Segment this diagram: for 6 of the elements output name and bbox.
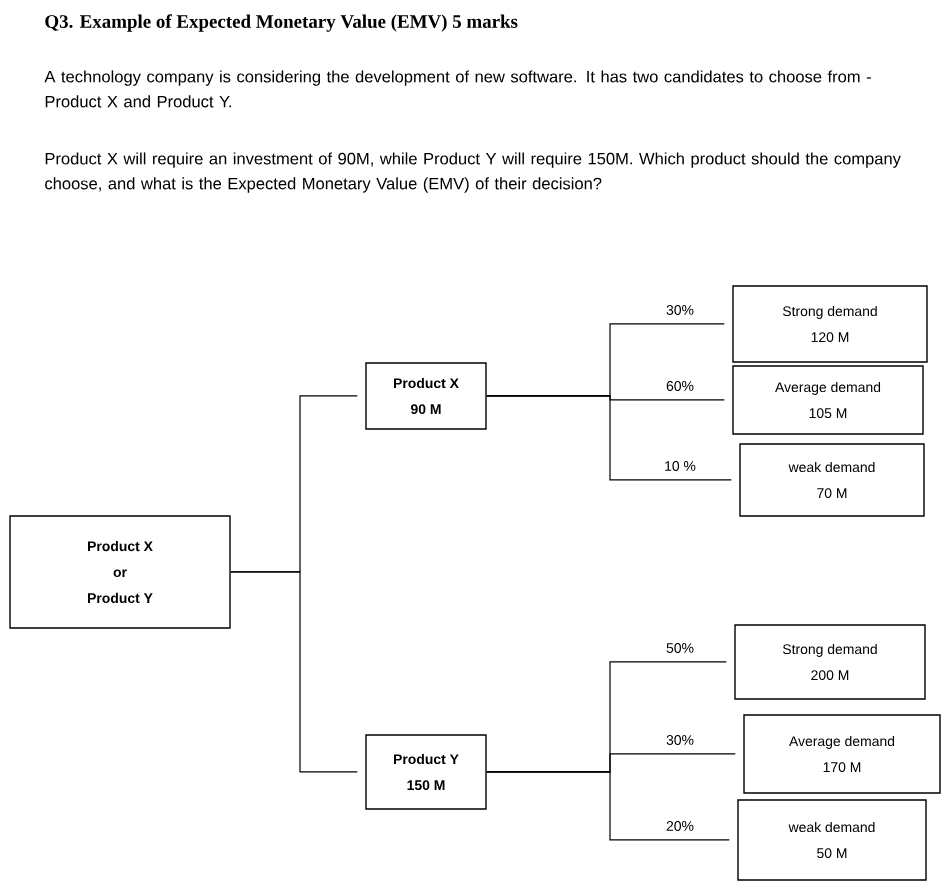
title: Q3. Example of Expected Monetary Value (EMV) 5 marks: [45, 14, 518, 32]
connector: [230, 571, 358, 773]
paragraph: A technology company is considering the development of new software. It has two candidates to choose from - Product X and Product Y.: [44, 70, 871, 108]
connector: [486, 771, 730, 841]
paragraph: Product X will require an investment of 90M, while Product Y will require 150M. Which product should the company choose, and what is the Expected Monetary Value (EMV) of their decision?: [45, 152, 901, 193]
connector: [486, 395, 732, 481]
